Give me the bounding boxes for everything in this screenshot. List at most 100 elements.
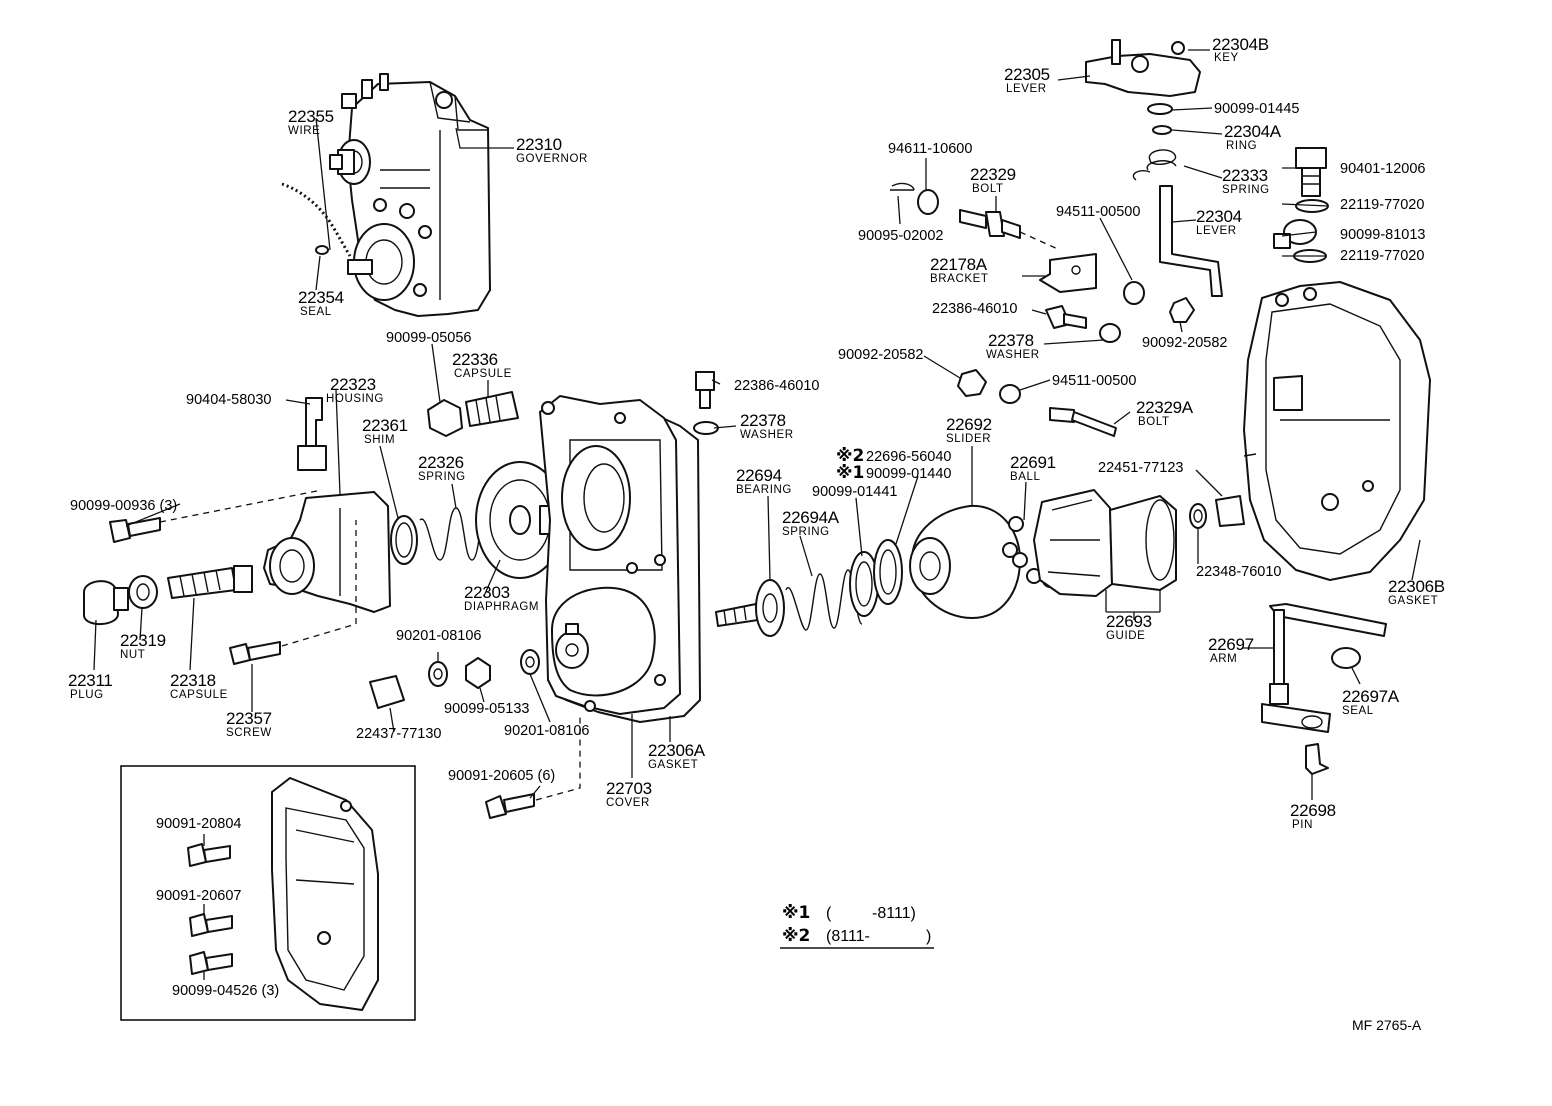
part-number-22348-76010: 22348-76010	[1196, 564, 1281, 580]
part-number-90095-02002: 90095-02002	[858, 228, 943, 244]
part-number-22178A: 22178A	[930, 255, 988, 274]
part-number-90099-05056: 90099-05056	[386, 330, 471, 346]
lever-group-drawing	[693, 39, 1329, 437]
part-number-22361: 22361	[362, 416, 408, 435]
part-name-22361: SHIM	[364, 434, 395, 446]
part-number-90092-20582-a: 90092-20582	[1142, 335, 1227, 351]
part-number-22119-77020-b: 22119-77020	[1340, 248, 1424, 264]
part-name-22354: SEAL	[300, 306, 332, 318]
part-number-22333: 22333	[1222, 166, 1268, 185]
footnote-1-open: (	[826, 905, 832, 922]
part-name-22306B: GASKET	[1388, 595, 1438, 607]
part-number-22437-77130: 22437-77130	[356, 726, 441, 742]
part-number-22323: 22323	[330, 375, 376, 394]
footnote-mark-2-ref: ※2	[836, 446, 864, 466]
cover-gasket-drawing	[485, 395, 701, 819]
part-name-22697: ARM	[1210, 653, 1237, 665]
part-number-22703: 22703	[606, 779, 652, 798]
part-name-22306A: GASKET	[648, 759, 698, 771]
part-name-22378-b: WASHER	[740, 429, 794, 441]
part-name-22698: PIN	[1292, 819, 1313, 831]
part-name-22319: NUT	[120, 649, 145, 661]
part-name-22355: WIRE	[288, 125, 320, 137]
part-number-90401-12006: 90401-12006	[1340, 161, 1425, 177]
part-number-94511-00500-a: 94511-00500	[1056, 204, 1140, 220]
part-number-22354: 22354	[298, 288, 344, 307]
part-name-22178A: BRACKET	[930, 273, 989, 285]
part-name-22336: CAPSULE	[454, 368, 512, 380]
part-name-22326: SPRING	[418, 471, 466, 483]
part-number-90099-00936: 90099-00936 (3)	[70, 498, 177, 514]
part-name-22693: GUIDE	[1106, 630, 1145, 642]
governor-assembly-drawing	[281, 73, 491, 317]
part-name-22333: SPRING	[1222, 184, 1270, 196]
part-number-90092-20582-b: 90092-20582	[838, 347, 923, 363]
part-number-90091-20607: 90091-20607	[156, 888, 241, 904]
part-number-22303: 22303	[464, 583, 510, 602]
footnote-2-range: )	[926, 928, 931, 945]
part-number-90099-81013: 90099-81013	[1340, 227, 1425, 243]
footnote-mark-1-ref: ※1	[836, 463, 864, 483]
part-number-22386-46010-b: 22386-46010	[734, 378, 819, 394]
footnotes-legend: ※1 ( -8111) ※2 (8111- )	[780, 903, 934, 949]
part-name-22378-a: WASHER	[986, 349, 1040, 361]
part-name-22691: BALL	[1010, 471, 1041, 483]
part-number-22329: 22329	[970, 165, 1016, 184]
part-name-22329A: BOLT	[1138, 416, 1170, 428]
part-number-22698: 22698	[1290, 801, 1336, 820]
part-number-22378-b: 22378	[740, 411, 786, 430]
part-name-22323: HOUSING	[326, 393, 384, 405]
part-name-22311: PLUG	[70, 689, 104, 701]
diagram-code: MF 2765-A	[1352, 1017, 1422, 1033]
part-number-90404-58030: 90404-58030	[186, 392, 271, 408]
part-number-94611-10600: 94611-10600	[888, 141, 972, 157]
part-number-22319: 22319	[120, 631, 166, 650]
part-number-22691: 22691	[1010, 453, 1056, 472]
part-number-22451-77123: 22451-77123	[1098, 460, 1183, 476]
part-name-22303: DIAPHRAGM	[464, 601, 539, 613]
part-name-22304: LEVER	[1196, 225, 1237, 237]
part-number-22326: 22326	[418, 453, 464, 472]
part-number-22336: 22336	[452, 350, 498, 369]
part-number-22305: 22305	[1004, 65, 1050, 84]
bearing-spring-slider-drawing	[715, 489, 1245, 637]
part-name-22697A: SEAL	[1342, 705, 1374, 717]
part-number-22355: 22355	[288, 107, 334, 126]
part-number-90091-20804: 90091-20804	[156, 816, 241, 832]
part-number-22318: 22318	[170, 671, 216, 690]
footnote-2-open: (8111-	[826, 928, 870, 945]
part-number-22693: 22693	[1106, 612, 1152, 631]
part-number-22310: 22310	[516, 135, 562, 154]
part-name-22318: CAPSULE	[170, 689, 228, 701]
part-name-22694A: SPRING	[782, 526, 830, 538]
part-number-22357: 22357	[226, 709, 272, 728]
capsule-housing-drawing	[83, 391, 565, 709]
part-labels: 22304B KEY 22305 LEVER 90099-01445 22304…	[68, 35, 1445, 999]
part-number-22378-a: 22378	[988, 331, 1034, 350]
part-name-22305: LEVER	[1006, 83, 1047, 95]
part-number-90099-01441: 90099-01441	[812, 484, 897, 500]
part-number-22694: 22694	[736, 466, 782, 485]
part-number-90099-05133: 90099-05133	[444, 701, 529, 717]
part-number-90201-08106-a: 90201-08106	[396, 628, 481, 644]
part-number-22304B: 22304B	[1212, 35, 1269, 54]
part-number-22311: 22311	[68, 671, 113, 690]
footnote-2-mark: ※2	[782, 926, 810, 946]
footnote-1-range: -8111)	[872, 905, 916, 922]
part-number-94511-00500-b: 94511-00500	[1052, 373, 1136, 389]
part-number-90099-04526: 90099-04526 (3)	[172, 983, 279, 999]
part-name-22692: SLIDER	[946, 433, 991, 445]
part-number-22696-56040: 22696-56040	[866, 449, 951, 465]
part-number-22697: 22697	[1208, 635, 1254, 654]
part-name-22329: BOLT	[972, 183, 1004, 195]
arm-pin-drawing	[1261, 603, 1387, 775]
part-number-22329A: 22329A	[1136, 398, 1194, 417]
part-number-22306A: 22306A	[648, 741, 706, 760]
part-name-22310: GOVERNOR	[516, 153, 588, 165]
part-number-22306B: 22306B	[1388, 577, 1445, 596]
gasket-22306B-drawing	[1243, 281, 1431, 581]
part-name-22694: BEARING	[736, 484, 792, 496]
part-number-90201-08106-b: 90201-08106	[504, 723, 589, 739]
part-name-22703: COVER	[606, 797, 650, 809]
